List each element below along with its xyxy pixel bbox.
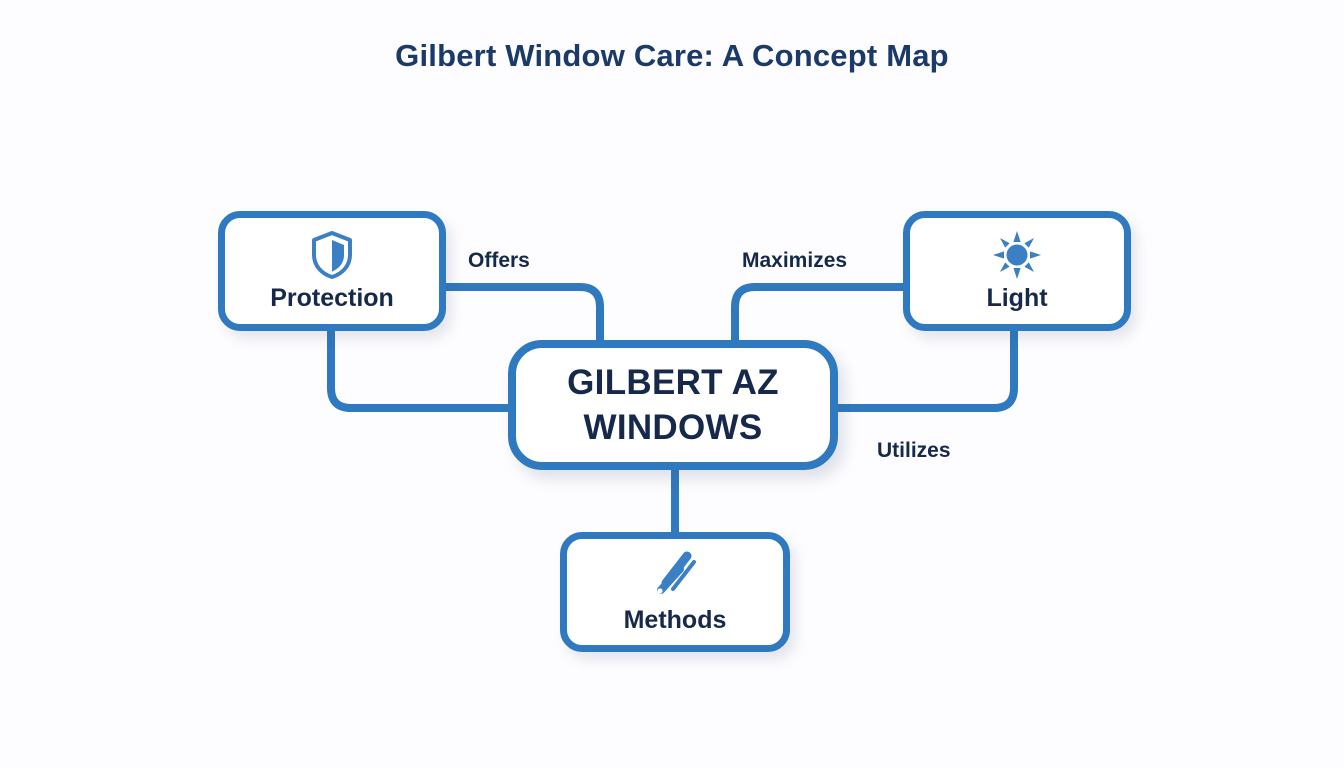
edge-utilizes — [834, 331, 1018, 412]
page-title: Gilbert Window Care: A Concept Map — [395, 38, 949, 73]
edge-label-maximizes: Maximizes — [742, 249, 848, 272]
node-methods-label: Methods — [623, 605, 727, 634]
node-methods[interactable]: Methods — [560, 532, 790, 652]
node-center-label-line2: WINDOWS — [583, 408, 763, 447]
edge-offers-lower — [327, 331, 512, 412]
node-center-label-line1: GILBERT AZ — [567, 362, 779, 402]
node-center-gilbert-az-windows[interactable]: GILBERT AZ WINDOWS — [508, 340, 838, 470]
edge-label-offers: Offers — [468, 249, 530, 272]
node-protection[interactable]: Protection — [218, 211, 446, 331]
edge-offers-upper — [446, 283, 604, 344]
node-center-label: GILBERT AZ WINDOWS — [567, 360, 779, 451]
node-protection-label: Protection — [270, 283, 394, 312]
sun-icon — [992, 230, 1042, 280]
node-light[interactable]: Light — [903, 211, 1131, 331]
squeegee-icon — [649, 550, 701, 602]
shield-icon — [309, 230, 355, 280]
edge-label-utilizes: Utilizes — [877, 439, 951, 462]
edge-maximizes-upper — [731, 283, 903, 344]
node-light-label: Light — [986, 283, 1048, 312]
